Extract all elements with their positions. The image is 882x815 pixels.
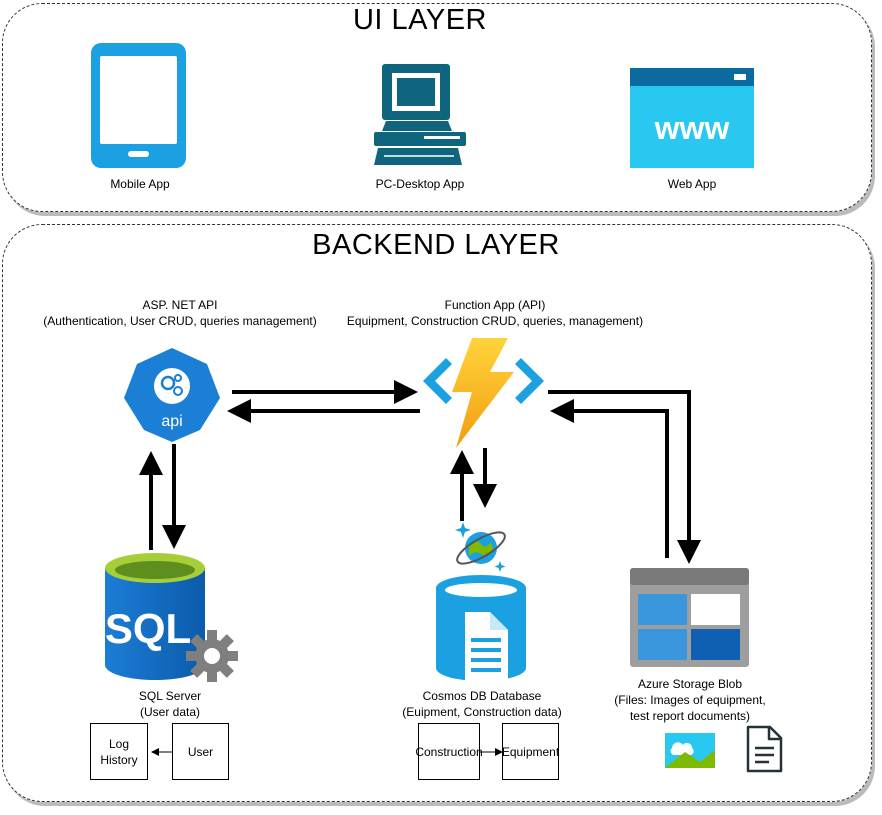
construction-entity-label: Construction xyxy=(415,744,483,759)
image-file-icon xyxy=(665,733,715,768)
log-history-entity: Log History xyxy=(90,723,148,780)
sql-server-label: SQL Server (User data) xyxy=(139,688,201,720)
arrow-function-to-blob xyxy=(548,390,701,564)
api-icon: api xyxy=(124,348,220,442)
function-app-subtitle: Equipment, Construction CRUD, queries, m… xyxy=(346,314,644,328)
cosmos-db-icon xyxy=(436,575,526,682)
backend-layer-title: BACKEND LAYER xyxy=(312,229,560,261)
asp-api-label: ASP. NET API (Authentication, User CRUD,… xyxy=(43,297,316,329)
user-entity-label: User xyxy=(187,744,214,759)
arrow-blob-to-function xyxy=(550,399,669,558)
pc-desktop-label: PC-Desktop App xyxy=(375,177,465,191)
web-app-label: Web App xyxy=(667,177,717,191)
cosmos-planet-icon xyxy=(455,522,506,572)
mobile-app-label: Mobile App xyxy=(110,177,170,191)
cosmos-db-title: Cosmos DB Database xyxy=(422,689,542,703)
function-app-title: Function App (API) xyxy=(444,298,546,312)
pc-desktop-icon xyxy=(374,64,466,165)
sql-server-icon: SQL xyxy=(105,553,205,680)
blob-storage-label: Azure Storage Blob (Files: Images of equ… xyxy=(614,676,765,724)
web-icon-text: www xyxy=(654,110,730,146)
blob-storage-icon xyxy=(630,568,749,667)
blob-storage-subtitle-1: (Files: Images of equipment, xyxy=(614,693,766,707)
function-app-label: Function App (API) Equipment, Constructi… xyxy=(347,297,643,329)
mobile-app-icon xyxy=(91,43,186,168)
equipment-entity: Equipment xyxy=(502,723,559,780)
blob-storage-subtitle-2: test report documents) xyxy=(629,709,751,723)
api-icon-text: api xyxy=(161,413,182,430)
user-entity: User xyxy=(172,723,229,780)
sql-icon-text: SQL xyxy=(105,605,191,652)
log-history-line-1: Log xyxy=(108,736,130,751)
construction-entity: Construction xyxy=(415,723,483,780)
cosmos-db-label: Cosmos DB Database (Euipment, Constructi… xyxy=(402,688,561,720)
cosmos-db-subtitle: (Euipment, Construction data) xyxy=(402,705,562,719)
document-icon xyxy=(746,725,783,773)
asp-api-title: ASP. NET API xyxy=(142,298,218,312)
blob-storage-title: Azure Storage Blob xyxy=(637,677,743,691)
log-history-line-2: History xyxy=(100,752,138,767)
gear-icon xyxy=(186,630,238,682)
asp-api-subtitle: (Authentication, User CRUD, queries mana… xyxy=(43,314,317,328)
web-app-icon: www xyxy=(630,68,754,168)
ui-layer-title: UI LAYER xyxy=(352,4,488,36)
sql-server-subtitle: (User data) xyxy=(139,705,201,719)
equipment-entity-label: Equipment xyxy=(501,744,560,759)
function-app-icon xyxy=(423,338,544,448)
sql-server-title: SQL Server xyxy=(138,689,202,703)
backend-layer-container xyxy=(2,224,872,802)
